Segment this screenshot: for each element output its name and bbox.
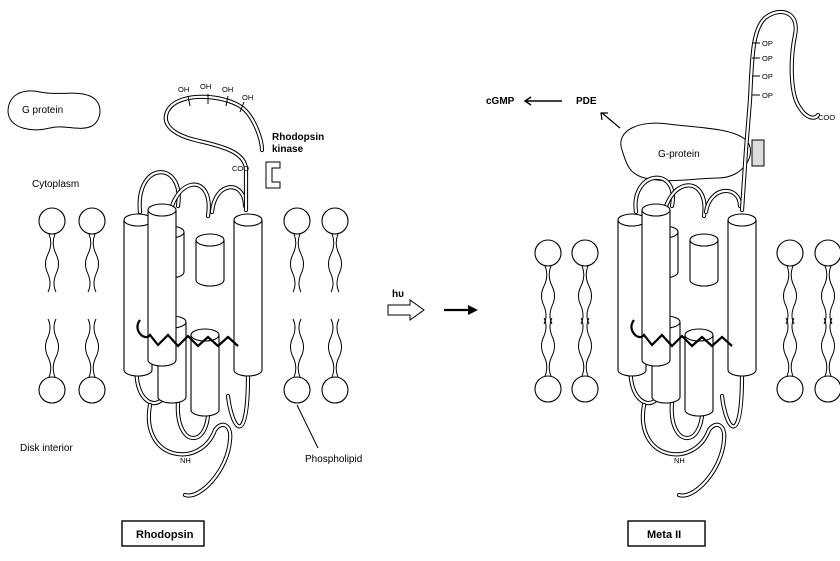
light-activation: hυ bbox=[388, 289, 478, 320]
svg-text:OP: OP bbox=[762, 39, 773, 48]
svg-text:OP: OP bbox=[762, 72, 773, 81]
cgmp-label: cGMP bbox=[486, 96, 515, 107]
phospholipid-label: Phospholipid bbox=[305, 454, 362, 465]
meta-ii-panel: cGMP PDE G-protein bbox=[486, 12, 840, 546]
helices-right bbox=[618, 204, 756, 416]
svg-text:OH: OH bbox=[242, 93, 253, 102]
amino-label-right: NH bbox=[674, 456, 685, 465]
bound-kinase bbox=[752, 140, 764, 166]
cytoplasm-label: Cytoplasm bbox=[32, 179, 79, 190]
rhodopsin-box-label: Rhodopsin bbox=[136, 529, 194, 541]
g-protein-label: G protein bbox=[22, 105, 63, 116]
meta-ii-box-label: Meta II bbox=[647, 529, 681, 541]
amino-label-left: NH bbox=[180, 456, 191, 465]
carboxyl-label-right: COO bbox=[818, 113, 835, 122]
hollow-arrow bbox=[388, 300, 424, 320]
svg-text:OP: OP bbox=[762, 54, 773, 63]
rhodopsin-kinase-shape bbox=[266, 162, 280, 188]
light-symbol: hυ bbox=[392, 289, 404, 300]
g-protein-label-right: G-protein bbox=[658, 149, 700, 160]
rhodopsin-panel: G protein Cytoplasm Disk interior Phosph… bbox=[8, 82, 362, 546]
svg-text:OH: OH bbox=[222, 85, 233, 94]
rhodopsin-kinase-label-2: kinase bbox=[272, 144, 304, 155]
svg-text:OH: OH bbox=[178, 85, 189, 94]
svg-text:OP: OP bbox=[762, 91, 773, 100]
pde-label: PDE bbox=[576, 96, 597, 107]
carboxyl-label-left: COO bbox=[232, 164, 249, 173]
disk-interior-label: Disk interior bbox=[20, 443, 73, 454]
helices-left bbox=[124, 204, 262, 416]
rhodopsin-kinase-label-1: Rhodopsin bbox=[272, 132, 324, 143]
svg-text:OH: OH bbox=[200, 82, 211, 91]
